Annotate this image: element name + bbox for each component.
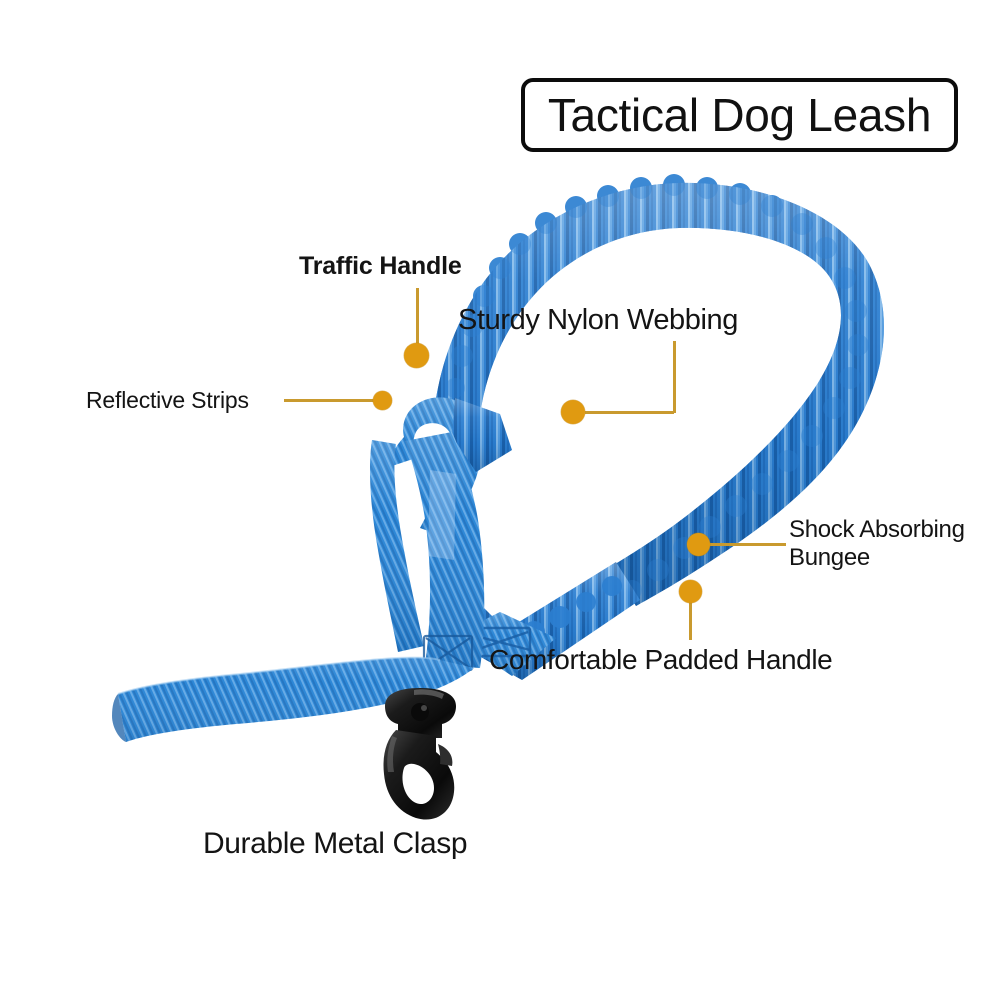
callout-dot-comfortable-padded-handle[interactable] (679, 580, 702, 603)
callout-line-sturdy-nylon-vertical (673, 341, 676, 413)
callout-label-traffic-handle: Traffic Handle (299, 252, 462, 280)
callout-line-traffic-handle (416, 288, 419, 352)
callout-dot-shock-absorbing-bungee[interactable] (687, 533, 710, 556)
callout-label-durable-metal-clasp: Durable Metal Clasp (203, 827, 468, 860)
metal-clasp (383, 688, 456, 820)
callout-label-shock-absorbing-bungee: Shock Absorbing Bungee (789, 516, 965, 572)
callout-line-shock-absorbing-bungee (709, 543, 786, 546)
page-title: Tactical Dog Leash (547, 89, 932, 141)
product-title-box: Tactical Dog Leash (521, 78, 958, 152)
reflective-strip (428, 470, 456, 560)
callout-label-sturdy-nylon-webbing: Sturdy Nylon Webbing (458, 304, 739, 336)
callout-dot-traffic-handle[interactable] (404, 343, 429, 368)
callout-dot-sturdy-nylon-webbing[interactable] (561, 400, 585, 424)
callout-line-reflective-strips (284, 399, 382, 402)
callout-dot-reflective-strips[interactable] (373, 391, 392, 410)
callout-label-comfortable-padded-handle: Comfortable Padded Handle (489, 644, 833, 675)
callout-line-sturdy-nylon-horizontal (585, 411, 674, 414)
callout-label-reflective-strips: Reflective Strips (86, 387, 249, 413)
callout-line-comfortable-padded-handle (689, 600, 692, 640)
